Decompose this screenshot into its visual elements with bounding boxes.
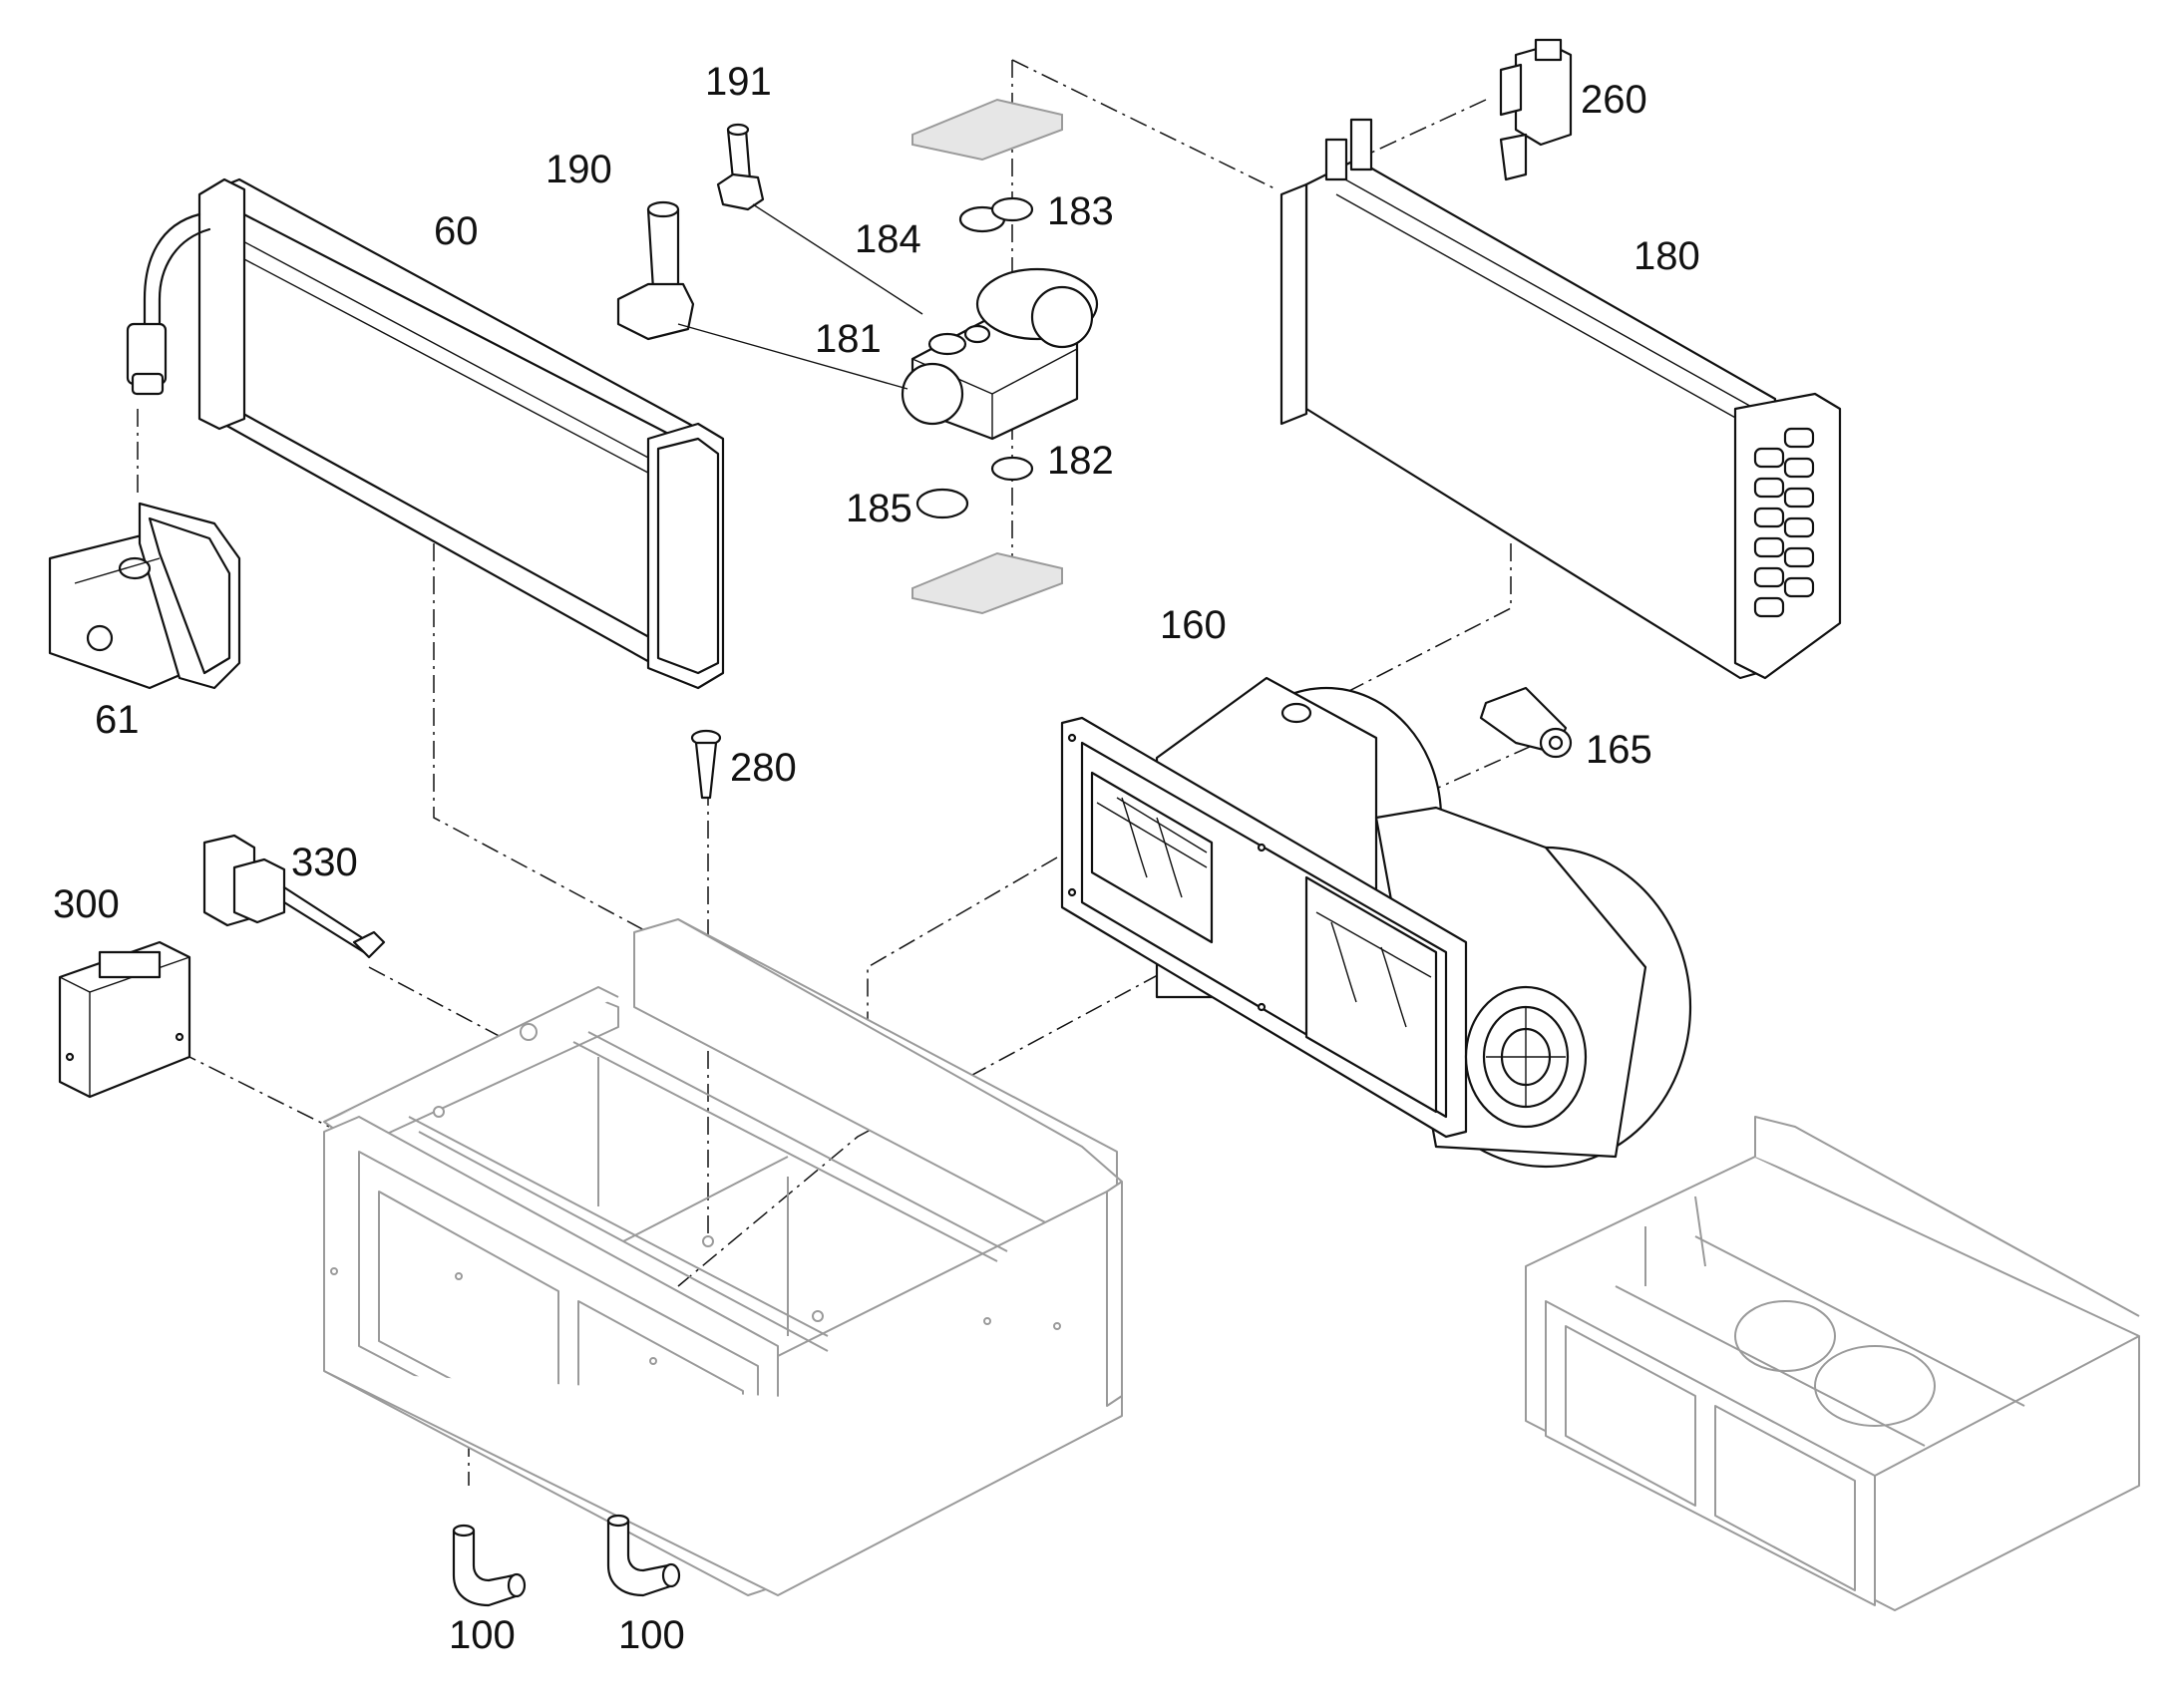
flange-plates xyxy=(911,98,1063,615)
label-100b: 100 xyxy=(618,1613,685,1657)
housing-exploded xyxy=(323,918,1123,1596)
label-190: 190 xyxy=(545,148,612,191)
plug-280 xyxy=(690,729,722,800)
label-181: 181 xyxy=(815,317,882,361)
elbow-100b xyxy=(606,1514,681,1597)
capacitor-165 xyxy=(1479,686,1573,759)
elbow-100a xyxy=(452,1524,527,1607)
fitting-191 xyxy=(716,123,765,211)
fitting-190 xyxy=(616,200,695,341)
label-180: 180 xyxy=(1634,234,1700,278)
heater-core-60 xyxy=(126,177,725,690)
expansion-valve-181 xyxy=(901,267,1099,441)
label-185: 185 xyxy=(846,487,912,530)
leader-lines-fittings xyxy=(677,203,923,390)
water-valve-61 xyxy=(48,502,241,690)
label-165: 165 xyxy=(1586,728,1652,772)
label-280: 280 xyxy=(730,746,797,790)
assembled-unit xyxy=(1525,1116,2140,1611)
label-300: 300 xyxy=(53,882,120,926)
evaporator-tube-holes xyxy=(1753,427,1815,618)
part-labels: 60 61 100 100 160 165 180 181 182 183 18… xyxy=(53,60,1700,1657)
label-60: 60 xyxy=(434,209,479,253)
label-330: 330 xyxy=(291,841,358,884)
label-160: 160 xyxy=(1160,603,1227,647)
evaporator-180 xyxy=(1279,118,1842,680)
label-184: 184 xyxy=(855,217,921,261)
label-260: 260 xyxy=(1581,78,1647,122)
module-300 xyxy=(58,940,191,1099)
label-182: 182 xyxy=(1047,439,1114,483)
label-100a: 100 xyxy=(449,1613,516,1657)
label-183: 183 xyxy=(1047,189,1114,233)
label-61: 61 xyxy=(95,698,140,742)
connector-330 xyxy=(202,834,386,959)
label-191: 191 xyxy=(705,60,772,104)
o-rings xyxy=(915,196,1034,519)
switch-260 xyxy=(1499,38,1573,181)
blower-160 xyxy=(1060,676,1692,1169)
